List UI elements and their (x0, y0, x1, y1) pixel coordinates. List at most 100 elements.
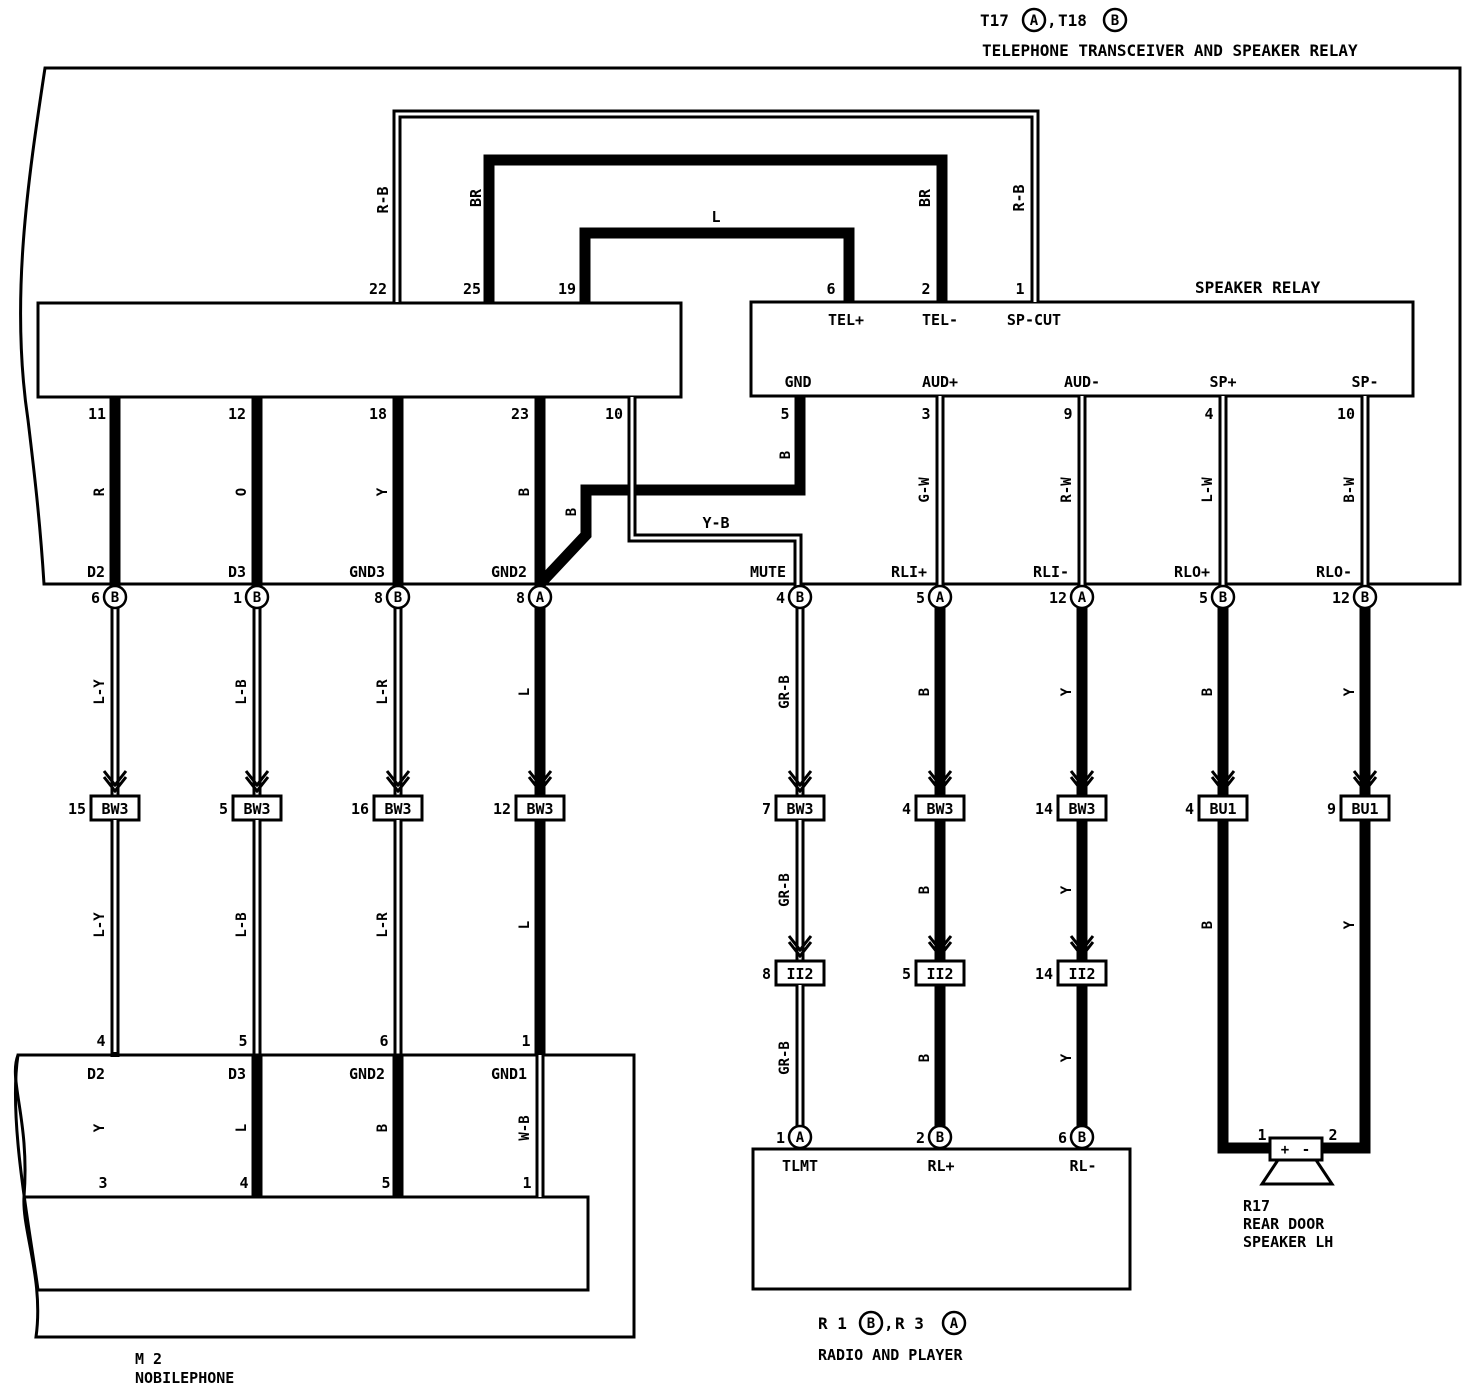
output-connector (527, 584, 553, 610)
wire-label-lower: Y (1059, 885, 1075, 894)
wire-label-radio: B (917, 1054, 933, 1062)
mobile-name-d2: D2 (87, 1065, 105, 1083)
mobile-pin-5: 5 (381, 1174, 390, 1192)
arrow-icon (787, 770, 813, 788)
wire-br-top (483, 154, 948, 302)
pin-name-sp-cut: SP-CUT (1007, 311, 1061, 329)
wire-label-rb-right: R-B (1010, 184, 1028, 211)
splice-pin: 4 (902, 800, 911, 818)
radio-pin-number: 2 (916, 1129, 925, 1147)
mobilephone-outline (13, 1053, 636, 1339)
wire-label-upper: Y (1059, 687, 1075, 696)
connector-letter: B (253, 590, 261, 606)
splice-pin: 16 (351, 800, 369, 818)
splice-label: BW3 (1068, 800, 1095, 818)
mobile-wire-label-b: B (375, 1124, 391, 1132)
speaker-icon (1268, 1136, 1324, 1162)
out-name-d3: D3 (228, 563, 246, 581)
mobile-wire-label-l: L (234, 1124, 250, 1132)
splice-label: II2 (926, 965, 953, 983)
splice-pin: 14 (1035, 965, 1053, 983)
speaker-pin-2: 2 (1328, 1126, 1337, 1144)
mobile-pin-4: 4 (239, 1174, 248, 1192)
pin-name-sp-minus: SP- (1351, 373, 1378, 391)
arrow-icon (1210, 770, 1236, 788)
transceiver-outline (19, 66, 1462, 586)
radio-ref-2: R 3 (895, 1314, 924, 1333)
splice-connector (514, 794, 566, 822)
transceiver-title: TELEPHONE TRANSCEIVER AND SPEAKER RELAY (982, 41, 1358, 60)
wire-columns: L-YB6BW315L-BB1BW35L-RB8BW316LA8BW312GR-… (68, 584, 1391, 1150)
splice-pin: 5 (219, 800, 228, 818)
mobilephone-name: NOBILEPHONE (135, 1369, 234, 1387)
wire-label-lower: GR-B (777, 873, 793, 907)
wire-label-radio: GR-B (777, 1041, 793, 1075)
pin-name-aud-plus: AUD+ (922, 373, 958, 391)
radio-pin-name-rl-plus: RL+ (927, 1157, 954, 1175)
connector-letter: B (936, 1130, 944, 1146)
wire-label-radio: Y (1059, 1053, 1075, 1062)
out-name-rlo-minus: RLO- (1316, 563, 1352, 581)
output-connector (1210, 584, 1236, 610)
wire-label-lower: L-Y (92, 912, 108, 938)
connector-letter: B (1361, 590, 1369, 606)
wire-label-lower: Y (1342, 920, 1358, 929)
radio-pin-number: 6 (1058, 1129, 1067, 1147)
mobile-pin-top: 1 (521, 1032, 530, 1050)
out-name-mute: MUTE (750, 563, 786, 581)
out-name-gnd2: GND2 (491, 563, 527, 581)
pin-12: 12 (228, 405, 246, 423)
wire-label-upper: L-R (375, 679, 391, 705)
radio-box (751, 1147, 1132, 1291)
transceiver-internal-block (36, 301, 683, 399)
connector-letter: A (936, 590, 945, 606)
pin-22: 22 (369, 280, 387, 298)
pin-name-aud-minus: AUD- (1064, 373, 1100, 391)
radio-name: RADIO AND PLAYER (818, 1346, 963, 1364)
wire-label-upper: Y (1342, 687, 1358, 696)
radio-pin-name-rl-minus: RL- (1069, 1157, 1096, 1175)
wire-label-r: R (92, 487, 108, 496)
wire-b-gnd (535, 397, 806, 588)
wire-label-b-w: B-W (1342, 477, 1358, 503)
pin-2: 2 (921, 280, 930, 298)
mobile-wire-label-y: Y (92, 1123, 108, 1132)
arrow-icon (385, 770, 411, 788)
radio-ref-1: R 1 (818, 1314, 847, 1333)
splice-pin: 9 (1327, 800, 1336, 818)
arrow-icon (1352, 770, 1378, 788)
output-connector (102, 584, 128, 610)
wire-label-lower: B (1200, 921, 1216, 929)
wire-label-upper: GR-B (777, 675, 793, 709)
arrow-icon (1069, 770, 1095, 788)
pin-5-relay: 5 (780, 405, 789, 423)
splice-label: BW3 (786, 800, 813, 818)
output-connector (244, 584, 270, 610)
wire-label-y: Y (375, 487, 391, 496)
wire-label-b: B (517, 488, 533, 496)
output-connector (1069, 584, 1095, 610)
mobile-name-d3: D3 (228, 1065, 246, 1083)
pin-6: 6 (826, 280, 835, 298)
pin-18: 18 (369, 405, 387, 423)
pin-10-block: 10 (605, 405, 623, 423)
output-pin-number: 12 (1049, 589, 1067, 607)
output-pin-number: 4 (776, 589, 785, 607)
speaker-ref: R17 (1243, 1197, 1270, 1215)
splice-pin: 8 (762, 965, 771, 983)
wire-label-y-b: Y-B (702, 514, 729, 532)
output-pin-number: 8 (516, 589, 525, 607)
pin-4-relay: 4 (1204, 405, 1213, 423)
output-pin-number: 8 (374, 589, 383, 607)
connector-circle (858, 1310, 884, 1336)
splice-pin: 14 (1035, 800, 1053, 818)
splice-label: BW3 (101, 800, 128, 818)
splice-connector (914, 794, 966, 822)
speaker-pin-1: 1 (1257, 1126, 1266, 1144)
mobile-pin-top: 6 (379, 1032, 388, 1050)
connector-letter: A (1078, 590, 1087, 606)
wire-label-upper: B (1200, 688, 1216, 696)
connector-letter: A (536, 590, 545, 606)
output-pin-number: 6 (91, 589, 100, 607)
wire-label-upper: L (517, 688, 533, 696)
